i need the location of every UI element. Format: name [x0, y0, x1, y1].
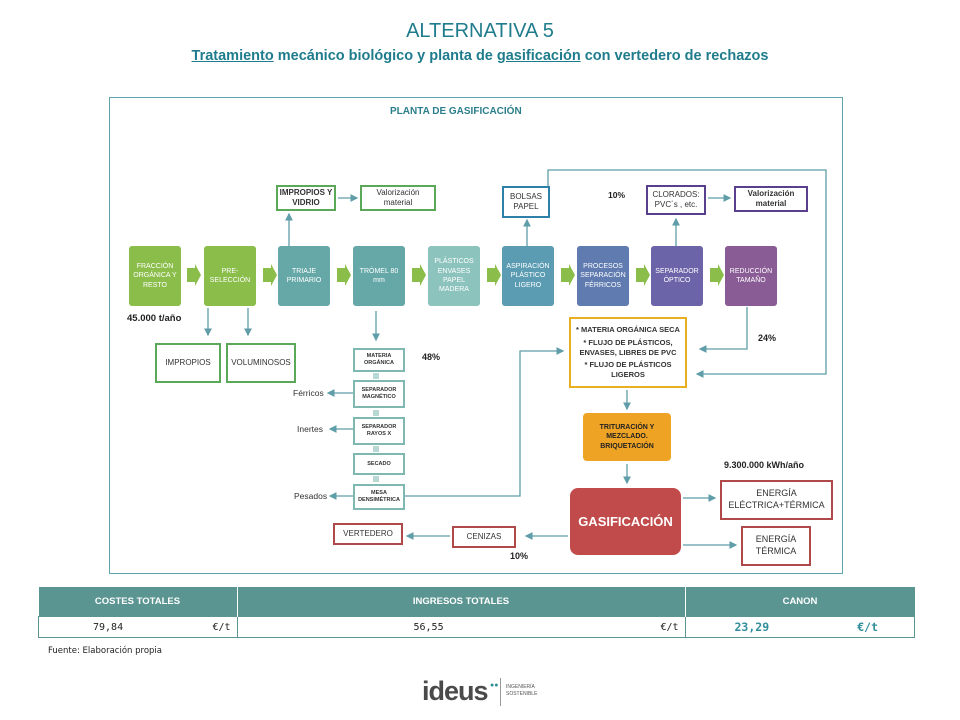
step-gasificacion: GASIFICACIÓN	[570, 488, 681, 555]
diagram-frame	[109, 97, 843, 574]
header-ingresos-totales: INGRESOS TOTALES	[237, 587, 686, 617]
logo-wordmark: ideus	[422, 676, 489, 706]
arrow-mesa-feed	[403, 347, 565, 497]
flow-arrow-4	[412, 264, 426, 286]
ingresos-value: 56,55	[413, 621, 444, 633]
label-energy-output: 9.300.000 kWh/año	[724, 460, 805, 470]
mini-secado: SECADO	[353, 453, 405, 475]
mini-connector-2	[373, 410, 379, 416]
box-clorados: CLORADOS: PVC´s , etc.	[646, 185, 706, 215]
flow-arrow-5	[487, 264, 501, 286]
logo-tagline: INGENIERÍA SOSTENIBLE	[506, 684, 538, 697]
canon-unit: €/t	[857, 620, 878, 634]
costes-value: 79,84	[93, 621, 124, 633]
subtitle-word-gasificacion: gasificación	[496, 48, 581, 64]
logo-dots-icon: ●●	[490, 682, 499, 689]
flow-arrow-6	[561, 264, 575, 286]
page-subtitle: Tratamiento mecánico biológico y planta …	[0, 48, 960, 64]
logo-divider	[500, 678, 501, 706]
mini-connector-1	[373, 373, 379, 379]
step-preseleccion: PRE-SELECCIÓN	[204, 246, 256, 306]
label-ferricos: Férricos	[293, 388, 324, 398]
box-energia-termica: ENERGÍA TÉRMICA	[741, 526, 811, 566]
costs-table-row: 79,84 €/t 56,55 €/t 23,29 €/t	[38, 616, 915, 638]
cell-canon: 23,29 €/t	[684, 616, 915, 638]
costs-table: COSTES TOTALES INGRESOS TOTALES CANON 79…	[38, 587, 915, 638]
cell-costes: 79,84 €/t	[38, 616, 238, 638]
arrow-bolsas-loop	[547, 169, 827, 378]
box-impropios-vidrio: IMPROPIOS Y VIDRIO	[276, 185, 336, 211]
step-fraccion-organica: FRACCIÓN ORGÁNICA Y RESTO	[129, 246, 181, 306]
box-valorizacion-material-2: Valorización material	[734, 186, 808, 212]
mini-mesa-densimetrica: MESA DENSIMÉTRICA	[353, 484, 405, 510]
box-energia-electrica-termica: ENERGÍA ELÉCTRICA+TÉRMICA	[720, 480, 833, 520]
label-pct-10-top: 10%	[608, 190, 626, 200]
box-impropios: IMPROPIOS	[155, 343, 221, 383]
ingresos-unit: €/t	[660, 621, 679, 633]
feed-item-plasticos-envases: * FLUJO DE PLÁSTICOS, ENVASES, LIBRES DE…	[579, 337, 677, 357]
page-title: ALTERNATIVA 5	[406, 20, 554, 42]
label-pct-24: 24%	[758, 333, 777, 343]
mini-connector-3	[373, 446, 379, 452]
feed-item-plasticos-ligeros: * FLUJO DE PLÁSTICOS LIGEROS	[584, 360, 672, 380]
box-valorizacion-material-1: Valorización material	[360, 185, 436, 211]
box-cenizas: CENIZAS	[452, 526, 516, 548]
costs-table-header-row: COSTES TOTALES INGRESOS TOTALES CANON	[38, 587, 915, 617]
box-vertedero: VERTEDERO	[333, 523, 403, 545]
mini-separador-magnetico: SEPARADOR MAGNÉTICO	[353, 380, 405, 408]
subtitle-text-b: con vertedero de rechazos	[580, 48, 769, 64]
canon-value: 23,29	[734, 620, 770, 634]
label-inertes: Inertes	[297, 424, 323, 434]
mini-separador-rayos-x: SEPARADOR RAYOS X	[353, 417, 405, 445]
flow-arrow-8	[710, 264, 724, 286]
step-plasticos-envases: PLÁSTICOS ENVASES PAPEL MADERA	[428, 246, 480, 306]
step-aspiracion: ASPIRACIÓN PLÁSTICO LIGERO	[502, 246, 554, 306]
flow-arrow-1	[187, 264, 201, 286]
flow-arrow-2	[263, 264, 277, 286]
label-pesados: Pesados	[294, 491, 328, 501]
flow-arrow-7	[636, 264, 650, 286]
cell-ingresos: 56,55 €/t	[236, 616, 686, 638]
step-trituracion-briquetacion: TRITURACIÓN Y MEZCLADO. BRIQUETACIÓN	[583, 413, 671, 461]
flow-arrow-3	[337, 264, 351, 286]
mini-materia-organica: MATERIA ORGÁNICA	[353, 348, 405, 372]
label-pct-10-bottom: 10%	[510, 551, 529, 561]
box-feed-streams: * MATERIA ORGÁNICA SECA * FLUJO DE PLÁST…	[569, 317, 687, 388]
step-procesos-ferricos: PROCESOS SEPARACIÓN FÉRRICOS	[577, 246, 629, 306]
subtitle-text-a: mecánico biológico y planta de	[273, 48, 497, 64]
arrow-reduccion-feed	[698, 307, 748, 353]
subtitle-word-tratamiento: Tratamiento	[191, 48, 274, 64]
box-bolsas-papel: BOLSAS PAPEL	[502, 186, 550, 218]
costes-unit: €/t	[212, 621, 231, 633]
feed-item-materia-organica: * MATERIA ORGÁNICA SECA	[576, 325, 680, 335]
step-reduccion-tamano: REDUCCIÓN TAMAÑO	[725, 246, 777, 306]
header-canon: CANON	[685, 587, 915, 617]
step-triaje-primario: TRIAJE PRIMARIO	[278, 246, 330, 306]
ideus-logo: ideus ●● INGENIERÍA SOSTENIBLE	[422, 676, 552, 712]
plant-title: PLANTA DE GASIFICACIÓN	[390, 106, 522, 117]
box-voluminosos: VOLUMINOSOS	[226, 343, 296, 383]
header-costes-totales: COSTES TOTALES	[38, 587, 238, 617]
step-tromel: TRÓMEL 80 mm	[353, 246, 405, 306]
mini-connector-4	[373, 476, 379, 482]
step-separador-optico: SEPARADOR ÓPTICO	[651, 246, 703, 306]
label-tonnage: 45.000 t/año	[127, 313, 182, 324]
source-note: Fuente: Elaboración propia	[48, 646, 162, 656]
label-pct-48: 48%	[422, 352, 441, 362]
